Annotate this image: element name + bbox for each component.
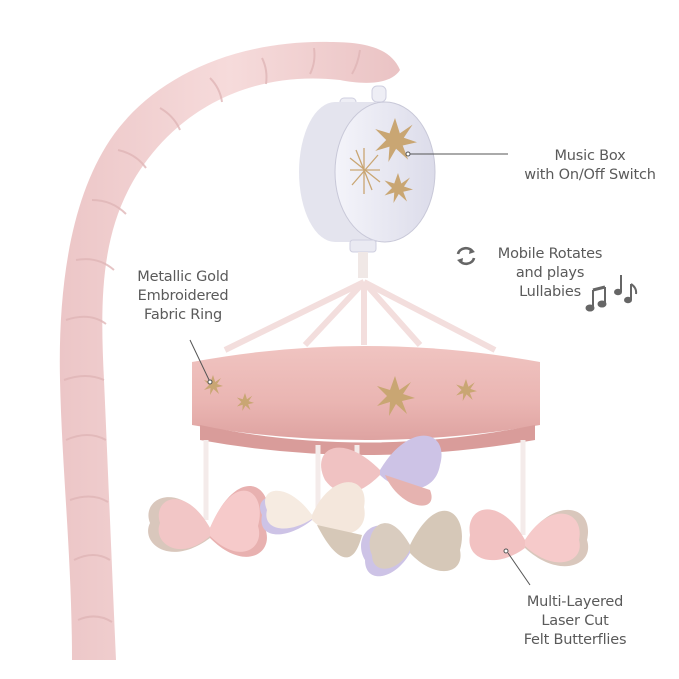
callout-text: with On/Off Switch [524, 167, 656, 183]
callout-text: Mobile Rotates [497, 246, 603, 262]
music-box [299, 101, 436, 278]
callout-text: Lullabies [519, 284, 581, 300]
callout-music-box: Music Box with On/Off Switch [505, 147, 675, 185]
hanging-ribbons [223, 279, 497, 353]
callout-text: Embroidered [137, 288, 229, 304]
callout-text: Laser Cut [541, 613, 609, 629]
music-notes-icon [585, 275, 638, 312]
callout-butterflies: Multi-Layered Laser Cut Felt Butterflies [505, 593, 645, 650]
callout-text: Felt Butterflies [523, 632, 627, 648]
callout-text: Music Box [554, 148, 626, 164]
rotate-arrows-icon [456, 246, 476, 266]
callout-text: Fabric Ring [144, 307, 222, 323]
felt-butterflies [148, 435, 589, 577]
callout-ring: Metallic Gold Embroidered Fabric Ring [118, 268, 248, 325]
mobile-arm [59, 41, 401, 660]
callout-text: and plays [515, 265, 585, 281]
callout-leader-lines [189, 151, 531, 586]
callout-text: Metallic Gold [137, 269, 229, 285]
callout-text: Multi-Layered [526, 594, 624, 610]
callout-rotates: Mobile Rotates and plays Lullabies [485, 245, 615, 302]
fabric-ring [192, 346, 540, 455]
